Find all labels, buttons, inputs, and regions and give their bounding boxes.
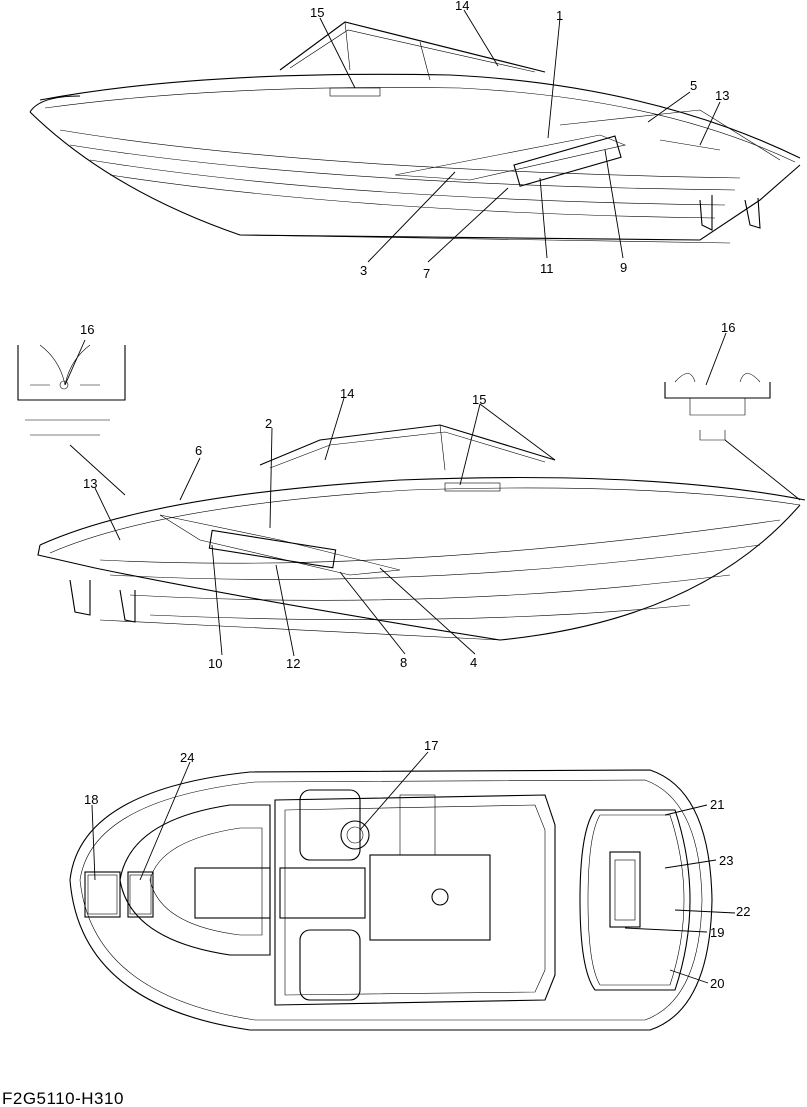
callout-label: 12 [286, 656, 300, 671]
port-side-view: 16 16 14 15 2 6 13 10 12 8 4 [17, 320, 806, 671]
callout-label: 11 [540, 261, 554, 276]
callout-label: 20 [710, 976, 724, 991]
callout-label: 15 [310, 5, 324, 20]
drawing-code: F2G5110-H310 [2, 1089, 124, 1107]
callout-label: 19 [710, 925, 724, 940]
top-view: 24 17 18 21 23 22 19 20 [69, 738, 750, 1031]
callout-label: 24 [180, 750, 194, 765]
callout-label: 1 [556, 8, 563, 23]
callout-label: 17 [424, 738, 438, 753]
callout-label: 15 [472, 392, 486, 407]
callout-label: 6 [195, 443, 202, 458]
callout-label: 16 [80, 322, 94, 337]
callout-label: 13 [83, 476, 97, 491]
callout-label: 16 [721, 320, 735, 335]
callout-label: 14 [455, 0, 469, 13]
callout-label: 8 [400, 655, 407, 670]
callout-label: 13 [715, 88, 729, 103]
callout-label: 5 [690, 78, 697, 93]
callout-label: 22 [736, 904, 750, 919]
starboard-side-view: 15 14 1 5 13 3 7 11 9 [29, 0, 801, 281]
callout-label: 3 [360, 263, 367, 278]
callout-label: 14 [340, 386, 354, 401]
callout-label: 4 [470, 655, 477, 670]
callout-label: 9 [620, 260, 627, 275]
callout-label: 10 [208, 656, 222, 671]
callout-label: 21 [710, 797, 724, 812]
callout-label: 2 [265, 416, 272, 431]
callout-label: 7 [423, 266, 430, 281]
callout-label: 23 [719, 853, 733, 868]
callout-label: 18 [84, 792, 98, 807]
